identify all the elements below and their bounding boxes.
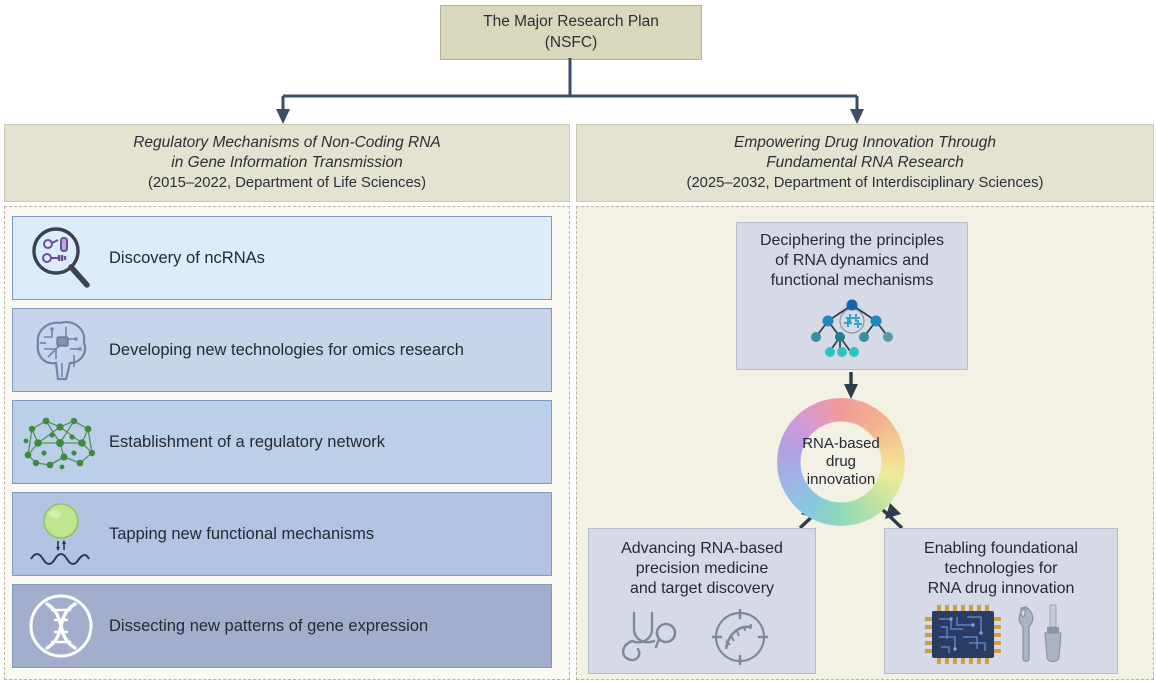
target-rna-icon	[712, 609, 768, 666]
rb-left-line1: Advancing RNA-based	[621, 540, 783, 557]
rb-top-line1: Deciphering the principles	[759, 232, 945, 249]
list-item[interactable]: Developing new technologies for omics re…	[12, 308, 552, 392]
rna-drug-innovation-ring: RNA-based drug innovation	[777, 398, 905, 526]
ring-line2: drug	[825, 452, 857, 470]
rainbow-ring-icon	[777, 398, 905, 526]
hierarchy-tree-icon	[788, 295, 916, 366]
stethoscope-icon	[621, 612, 677, 662]
list-item-label: Establishment of a regulatory network	[109, 432, 386, 451]
list-item-label: Discovery of ncRNAs	[109, 248, 265, 267]
dna-helix-circle-icon	[13, 590, 109, 662]
foundational-tech-icons	[911, 603, 1091, 672]
left-header-line3: (2015–2022, Department of Life Sciences)	[147, 174, 427, 191]
precision-medicine-icons	[612, 603, 792, 674]
right-column-header: Empowering Drug Innovation Through Funda…	[576, 124, 1154, 202]
list-item-label: Tapping new functional mechanisms	[109, 524, 375, 543]
right-header-line3: (2025–2032, Department of Interdisciplin…	[686, 174, 1044, 191]
network-nodes-icon	[13, 409, 109, 475]
rb-right-line2: technologies for	[944, 560, 1058, 578]
precision-medicine-box[interactable]: Advancing RNA-based precision medicine a…	[588, 528, 816, 674]
wrench-icon	[1018, 606, 1034, 663]
right-header-line1: Empowering Drug Innovation Through	[734, 133, 996, 151]
screwdriver-icon	[1044, 604, 1062, 663]
left-column-header: Regulatory Mechanisms of Non-Coding RNA …	[4, 124, 570, 202]
brain-circuit-icon	[13, 315, 109, 385]
list-item-label: Dissecting new patterns of gene expressi…	[109, 616, 429, 635]
list-item-label: Developing new technologies for omics re…	[109, 340, 464, 359]
list-item[interactable]: Tapping new functional mechanisms	[12, 492, 552, 576]
vesicle-wave-icon	[13, 499, 109, 569]
ring-line3: innovation	[806, 471, 876, 489]
ring-line1: RNA-based	[802, 434, 880, 452]
rb-right-line1: Enabling foundational	[924, 540, 1078, 557]
list-item[interactable]: Dissecting new patterns of gene expressi…	[12, 584, 552, 668]
list-item[interactable]: Establishment of a regulatory network	[12, 400, 552, 484]
page-title: The Major Research Plan (NSFC)	[440, 5, 702, 60]
rb-right-line3: RNA drug innovation	[927, 580, 1075, 598]
deciphering-principles-box[interactable]: Deciphering the principles of RNA dynami…	[736, 222, 968, 370]
rb-left-line3: and target discovery	[629, 580, 775, 598]
right-header-line2: Fundamental RNA Research	[766, 154, 964, 172]
rb-left-line2: precision medicine	[635, 560, 769, 578]
page-title-line1: The Major Research Plan	[483, 13, 659, 31]
microchip-icon	[925, 605, 1001, 665]
rb-top-line3: functional mechanisms	[770, 272, 934, 290]
page-title-line2: (NSFC)	[544, 33, 598, 51]
magnifier-rna-icon	[13, 225, 109, 291]
left-header-line2: in Gene Information Transmission	[171, 154, 403, 172]
foundational-technologies-box[interactable]: Enabling foundational technologies for R…	[884, 528, 1118, 674]
list-item[interactable]: Discovery of ncRNAs	[12, 216, 552, 300]
rb-top-line2: of RNA dynamics and	[775, 252, 929, 270]
left-header-line1: Regulatory Mechanisms of Non-Coding RNA	[133, 133, 441, 151]
